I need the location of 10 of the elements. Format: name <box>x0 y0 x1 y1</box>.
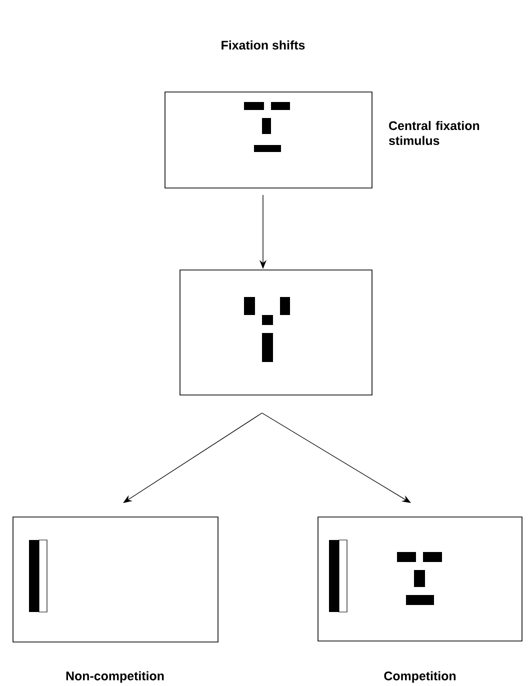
stimulus-screen <box>318 516 522 642</box>
stimulus-screen <box>164 92 372 188</box>
stimulus-screen <box>180 270 372 396</box>
arrow <box>262 412 411 503</box>
title: Fixation shifts <box>222 40 305 50</box>
screen-caption: Competition <box>384 671 456 683</box>
arrow <box>123 412 262 503</box>
screen-caption: Central fixation stimulus <box>388 120 480 146</box>
screen-caption: Non-competition <box>66 671 164 683</box>
stimulus-screen <box>12 516 218 642</box>
